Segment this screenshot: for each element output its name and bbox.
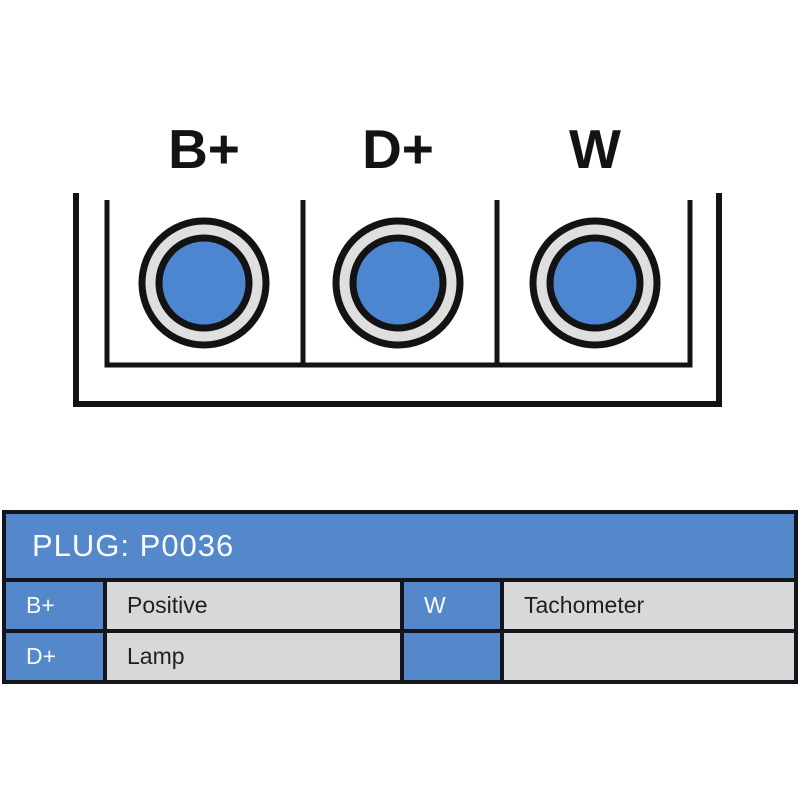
- table-row: D+ Lamp: [6, 633, 794, 680]
- pin-description-cell: Lamp: [107, 633, 400, 680]
- table-row: B+ Positive W Tachometer: [6, 582, 794, 629]
- terminal-w: [529, 217, 661, 349]
- pin-description-cell: Tachometer: [504, 582, 794, 629]
- pin-description-cell: Positive: [107, 582, 400, 629]
- pin-label-cell: [404, 633, 500, 680]
- terminal-d-plus: [332, 217, 464, 349]
- pin-label-cell: D+: [6, 633, 103, 680]
- plug-table-header: PLUG: P0036: [6, 514, 794, 578]
- pin-description-cell: [504, 633, 794, 680]
- terminal-label-b-plus: B+: [168, 118, 240, 180]
- plug-pinout-diagram: B+ D+ W: [73, 118, 722, 407]
- plug-outer-housing-outline: [73, 193, 722, 407]
- plug-inner-housing-outline: [104, 200, 693, 368]
- terminal-label-w: W: [569, 118, 621, 180]
- plug-legend-table: PLUG: P0036 B+ Positive W Tachometer D+ …: [2, 510, 798, 684]
- terminal-label-d-plus: D+: [362, 118, 434, 180]
- pin-label-cell: W: [404, 582, 500, 629]
- terminal-b-plus: [138, 217, 270, 349]
- plug-diagram-canvas: B+ D+ W: [73, 118, 722, 407]
- plug-table-title: PLUG: P0036: [32, 528, 235, 563]
- pin-label-cell: B+: [6, 582, 103, 629]
